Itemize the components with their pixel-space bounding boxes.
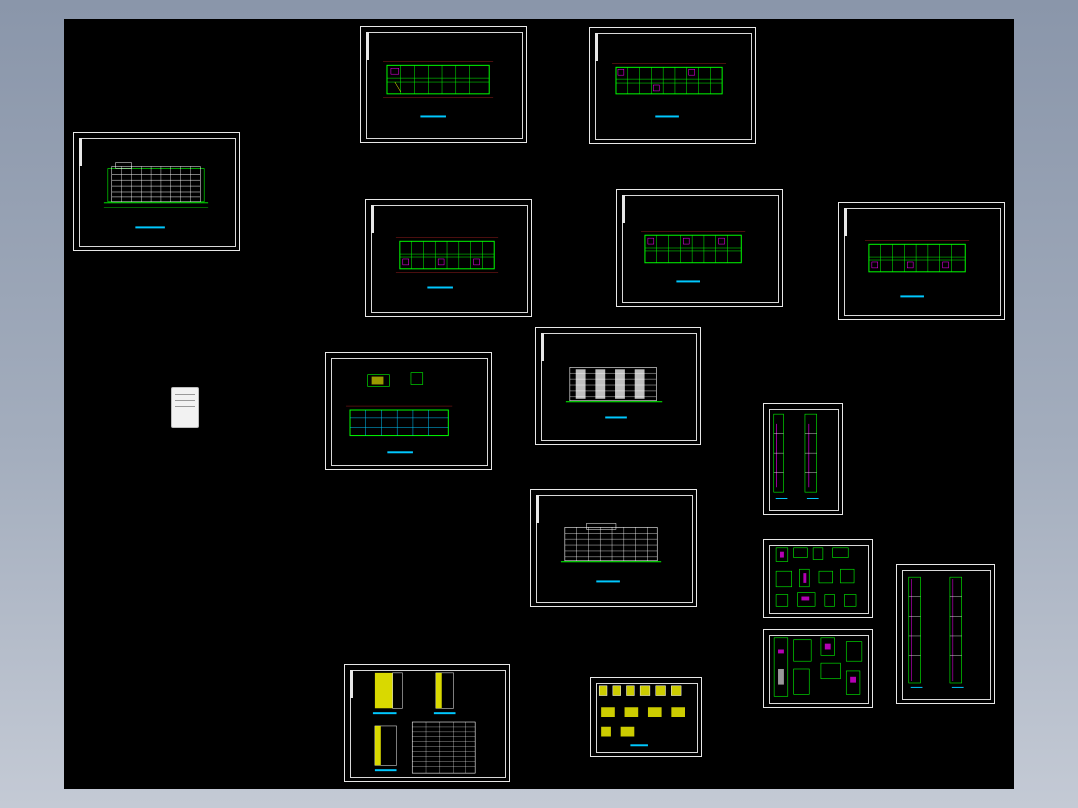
- elevation-drawing: [560, 523, 662, 583]
- drawing-sheet-window-details[interactable]: [590, 677, 702, 757]
- sheet-frame: [769, 409, 839, 511]
- floor-plan-drawing: [612, 63, 727, 118]
- drawing-sheet-sections-table[interactable]: [344, 664, 510, 782]
- title-block-stub: [79, 138, 82, 166]
- elevation-drawing: [565, 367, 663, 419]
- sheet-frame: [366, 32, 523, 139]
- sheet-frame: [536, 495, 693, 603]
- drawing-sheet-plan-mid-1[interactable]: [365, 199, 532, 317]
- document-icon[interactable]: [171, 387, 199, 428]
- sheet-frame: [541, 333, 697, 441]
- floor-plan-drawing: [641, 231, 746, 283]
- title-block-stub: [371, 205, 374, 233]
- title-block-stub: [366, 32, 369, 60]
- title-block-stub: [622, 195, 625, 223]
- details-drawing: [773, 637, 863, 697]
- floor-plan-drawing: [395, 237, 499, 289]
- sheet-frame: [596, 683, 698, 753]
- schedule-drawing: [372, 672, 476, 774]
- drawing-sheet-plan-mid-3[interactable]: [838, 202, 1005, 320]
- details-drawing: [775, 547, 857, 607]
- sheet-frame: [350, 670, 506, 778]
- drawing-sheet-wall-section[interactable]: [896, 564, 995, 704]
- details-drawing: [598, 685, 685, 747]
- floor-plan-drawing: [383, 61, 494, 118]
- sheet-frame: [844, 208, 1001, 316]
- sheet-frame: [769, 635, 869, 704]
- floor-plan-drawing: [864, 240, 970, 298]
- drawing-sheet-elevation-lower[interactable]: [530, 489, 697, 607]
- drawing-sheet-plan-mid-2[interactable]: [616, 189, 783, 307]
- sheet-frame: [79, 138, 236, 247]
- title-block-stub: [595, 33, 598, 61]
- sheet-frame: [769, 545, 869, 614]
- drawing-sheet-details-2[interactable]: [763, 629, 873, 708]
- elevation-drawing: [103, 162, 209, 229]
- sheet-frame: [902, 570, 991, 700]
- drawing-sheet-elevation-center[interactable]: [535, 327, 701, 445]
- section-drawing: [908, 576, 964, 688]
- sheet-frame: [622, 195, 779, 303]
- card-line: [175, 400, 195, 401]
- drawing-sheet-details-1[interactable]: [763, 539, 873, 618]
- drawing-sheet-plan-top-2[interactable]: [589, 27, 756, 144]
- section-drawing: [773, 413, 819, 499]
- drawing-sheet-stair-section[interactable]: [763, 403, 843, 515]
- sheet-frame: [595, 33, 752, 140]
- sheet-frame: [331, 358, 488, 466]
- drawing-sheet-elevation-left[interactable]: [73, 132, 240, 251]
- card-line: [175, 406, 195, 407]
- title-block-stub: [844, 208, 847, 236]
- roof-plan-drawing: [346, 372, 453, 454]
- drawing-sheet-plan-top-1[interactable]: [360, 26, 527, 143]
- sheet-frame: [371, 205, 528, 313]
- title-block-stub: [541, 333, 544, 361]
- cad-model-space[interactable]: [64, 19, 1014, 789]
- card-line: [175, 394, 195, 395]
- drawing-sheet-roof-plan[interactable]: [325, 352, 492, 470]
- title-block-stub: [350, 670, 353, 698]
- title-block-stub: [536, 495, 539, 523]
